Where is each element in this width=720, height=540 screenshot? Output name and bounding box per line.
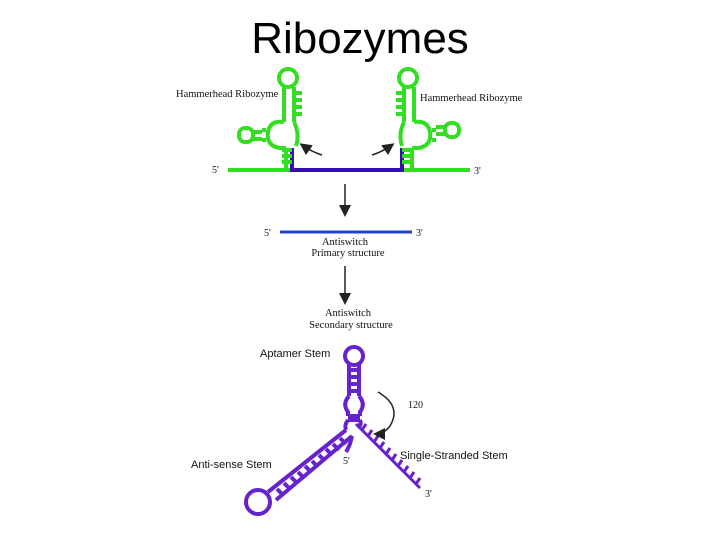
purple-antiswitch-strand	[290, 148, 404, 172]
angle-label: 120	[408, 400, 423, 411]
primary-label-line2: Primary structure	[311, 248, 385, 259]
primary-structure: 5' 3' Antiswitch Primary structure	[264, 228, 423, 259]
secondary-label-line1: Antiswitch	[325, 308, 372, 319]
hammerhead-ribozyme-left	[237, 67, 302, 170]
cleavage-arrow-right	[371, 143, 395, 156]
hammerhead-ribozyme-right	[396, 67, 461, 170]
primary-three-prime-label: 3'	[416, 228, 423, 239]
aptamer-stem-graphic	[343, 345, 365, 431]
slide-title: Ribozymes	[251, 14, 469, 63]
anti-sense-stem-label: Anti-sense Stem	[191, 459, 272, 471]
primary-label-line1: Antiswitch	[322, 237, 369, 248]
bottom-three-prime-label: 3'	[425, 489, 432, 500]
top-five-prime-label: 5'	[212, 165, 219, 176]
secondary-label: Antiswitch Secondary structure	[309, 308, 393, 331]
anti-sense-stem-graphic	[244, 428, 354, 516]
cleavage-arrow-left	[299, 143, 323, 156]
secondary-label-line2: Secondary structure	[309, 320, 393, 331]
bottom-five-prime-label: 5'	[343, 456, 350, 467]
secondary-structure: Aptamer Stem 120 Single-Stranded Stem An…	[191, 345, 508, 516]
rotation-arrow	[373, 391, 395, 440]
ribozyme-left-label: Hammerhead Ribozyme	[176, 89, 279, 100]
ribozyme-right-label: Hammerhead Ribozyme	[420, 93, 523, 104]
top-three-prime-label: 3'	[474, 166, 481, 177]
top-construct: Hammerhead Ribozyme Hammerhead Ribozyme …	[176, 67, 523, 177]
aptamer-stem-label: Aptamer Stem	[260, 348, 330, 360]
primary-five-prime-label: 5'	[264, 228, 271, 239]
single-stranded-stem-label: Single-Stranded Stem	[400, 450, 508, 462]
